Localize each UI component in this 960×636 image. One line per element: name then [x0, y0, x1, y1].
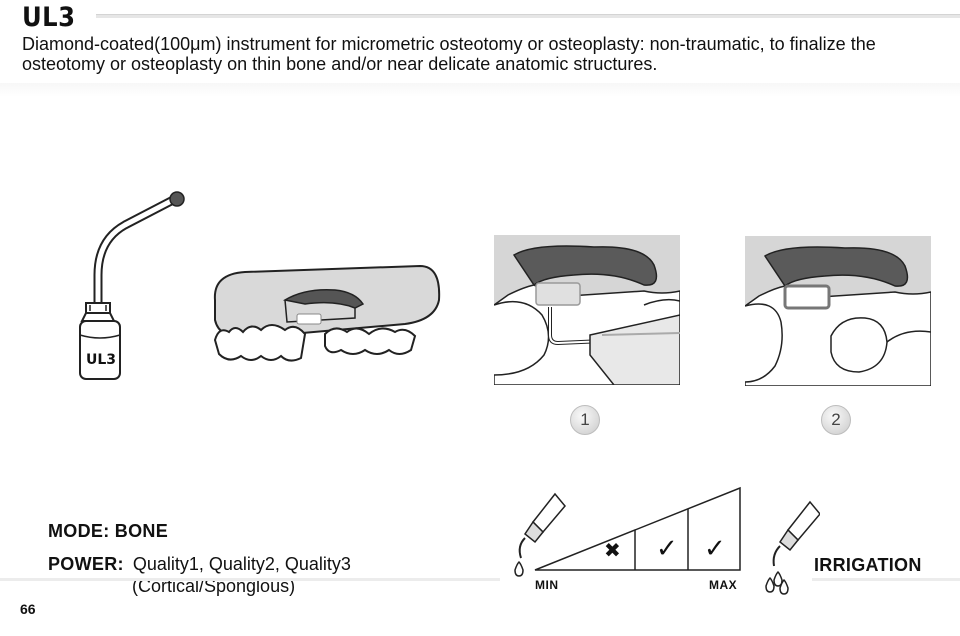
description-divider: [0, 83, 960, 97]
page-number: 66: [20, 601, 36, 617]
mode-setting: MODE: BONE: [48, 521, 168, 541]
title-rule: [96, 14, 960, 18]
jaw-illustration: [213, 264, 441, 362]
irrigation-label: IRRIGATION: [814, 555, 922, 575]
instrument-tip-label: UL3: [86, 352, 117, 368]
step2-illustration: [745, 236, 931, 386]
handpiece-irrigation-icon: [765, 500, 820, 595]
power-setting: POWER: Quality1, Quality2, Quality3: [48, 554, 351, 575]
level-2-mark: ✓: [656, 533, 678, 563]
power-scale: [514, 486, 741, 577]
step-1-badge: 1: [570, 405, 600, 435]
power-label: POWER:: [48, 554, 124, 574]
footer-rule-right: [812, 578, 960, 581]
scale-max-label: MAX: [709, 578, 738, 592]
level-3-mark: ✓: [704, 533, 726, 563]
instrument-description: Diamond-coated(100μm) instrument for mic…: [22, 34, 876, 74]
handpiece-min-icon: [514, 492, 566, 577]
step1-illustration: [494, 235, 680, 385]
footer-rule-left: [0, 578, 500, 581]
instrument-tip-illustration: [79, 191, 185, 380]
page-title: UL3: [22, 2, 76, 33]
power-value: Quality1, Quality2, Quality3: [132, 554, 351, 574]
power-bone-type: (Cortical/Sponglous): [132, 576, 296, 596]
step-2-badge: 2: [821, 405, 851, 435]
level-1-mark: ✖: [604, 540, 621, 562]
scale-min-label: MIN: [535, 578, 559, 592]
